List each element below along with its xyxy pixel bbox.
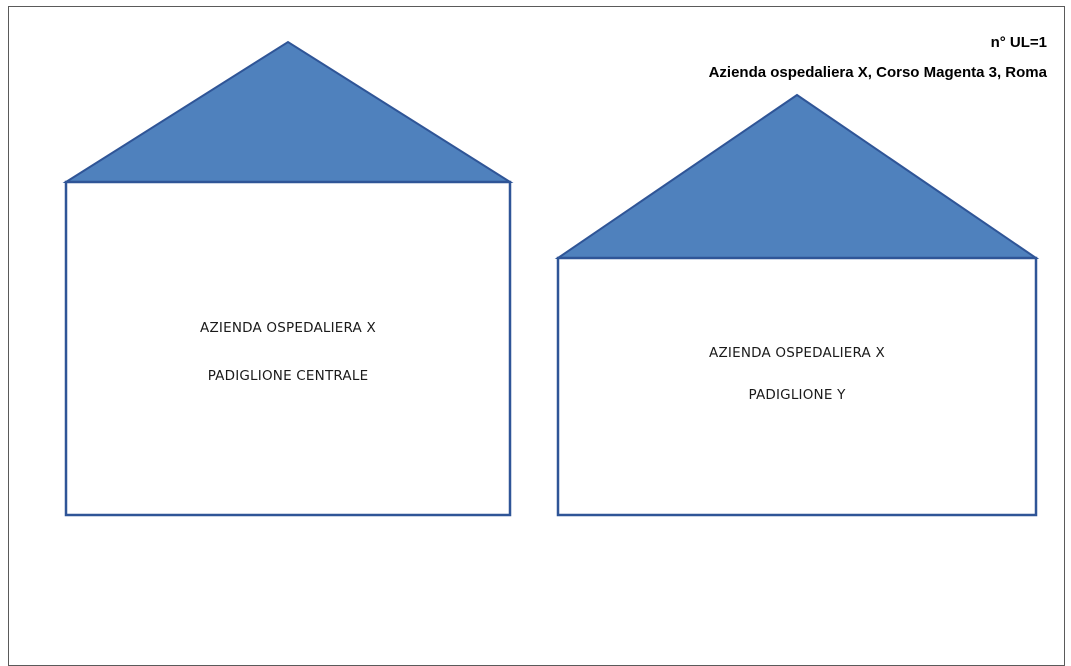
body-padiglione-y [556,256,1038,517]
building-label-y-line1: AZIENDA OSPEDALIERA X [709,345,885,361]
header: n° UL=1 Azienda ospedaliera X, Corso Mag… [709,28,1047,88]
building-label-centrale-line2: PADIGLIONE CENTRALE [207,368,369,384]
ul-count-label: n° UL=1 [990,34,1047,51]
building-label-centrale-line1: AZIENDA OSPEDALIERA X [200,320,376,336]
body-padiglione-centrale [64,180,512,517]
roof-padiglione-y [554,93,1040,259]
building-label-y-line2: PADIGLIONE Y [748,387,846,403]
address-label: Azienda ospedaliera X, Corso Magenta 3, … [708,64,1047,81]
